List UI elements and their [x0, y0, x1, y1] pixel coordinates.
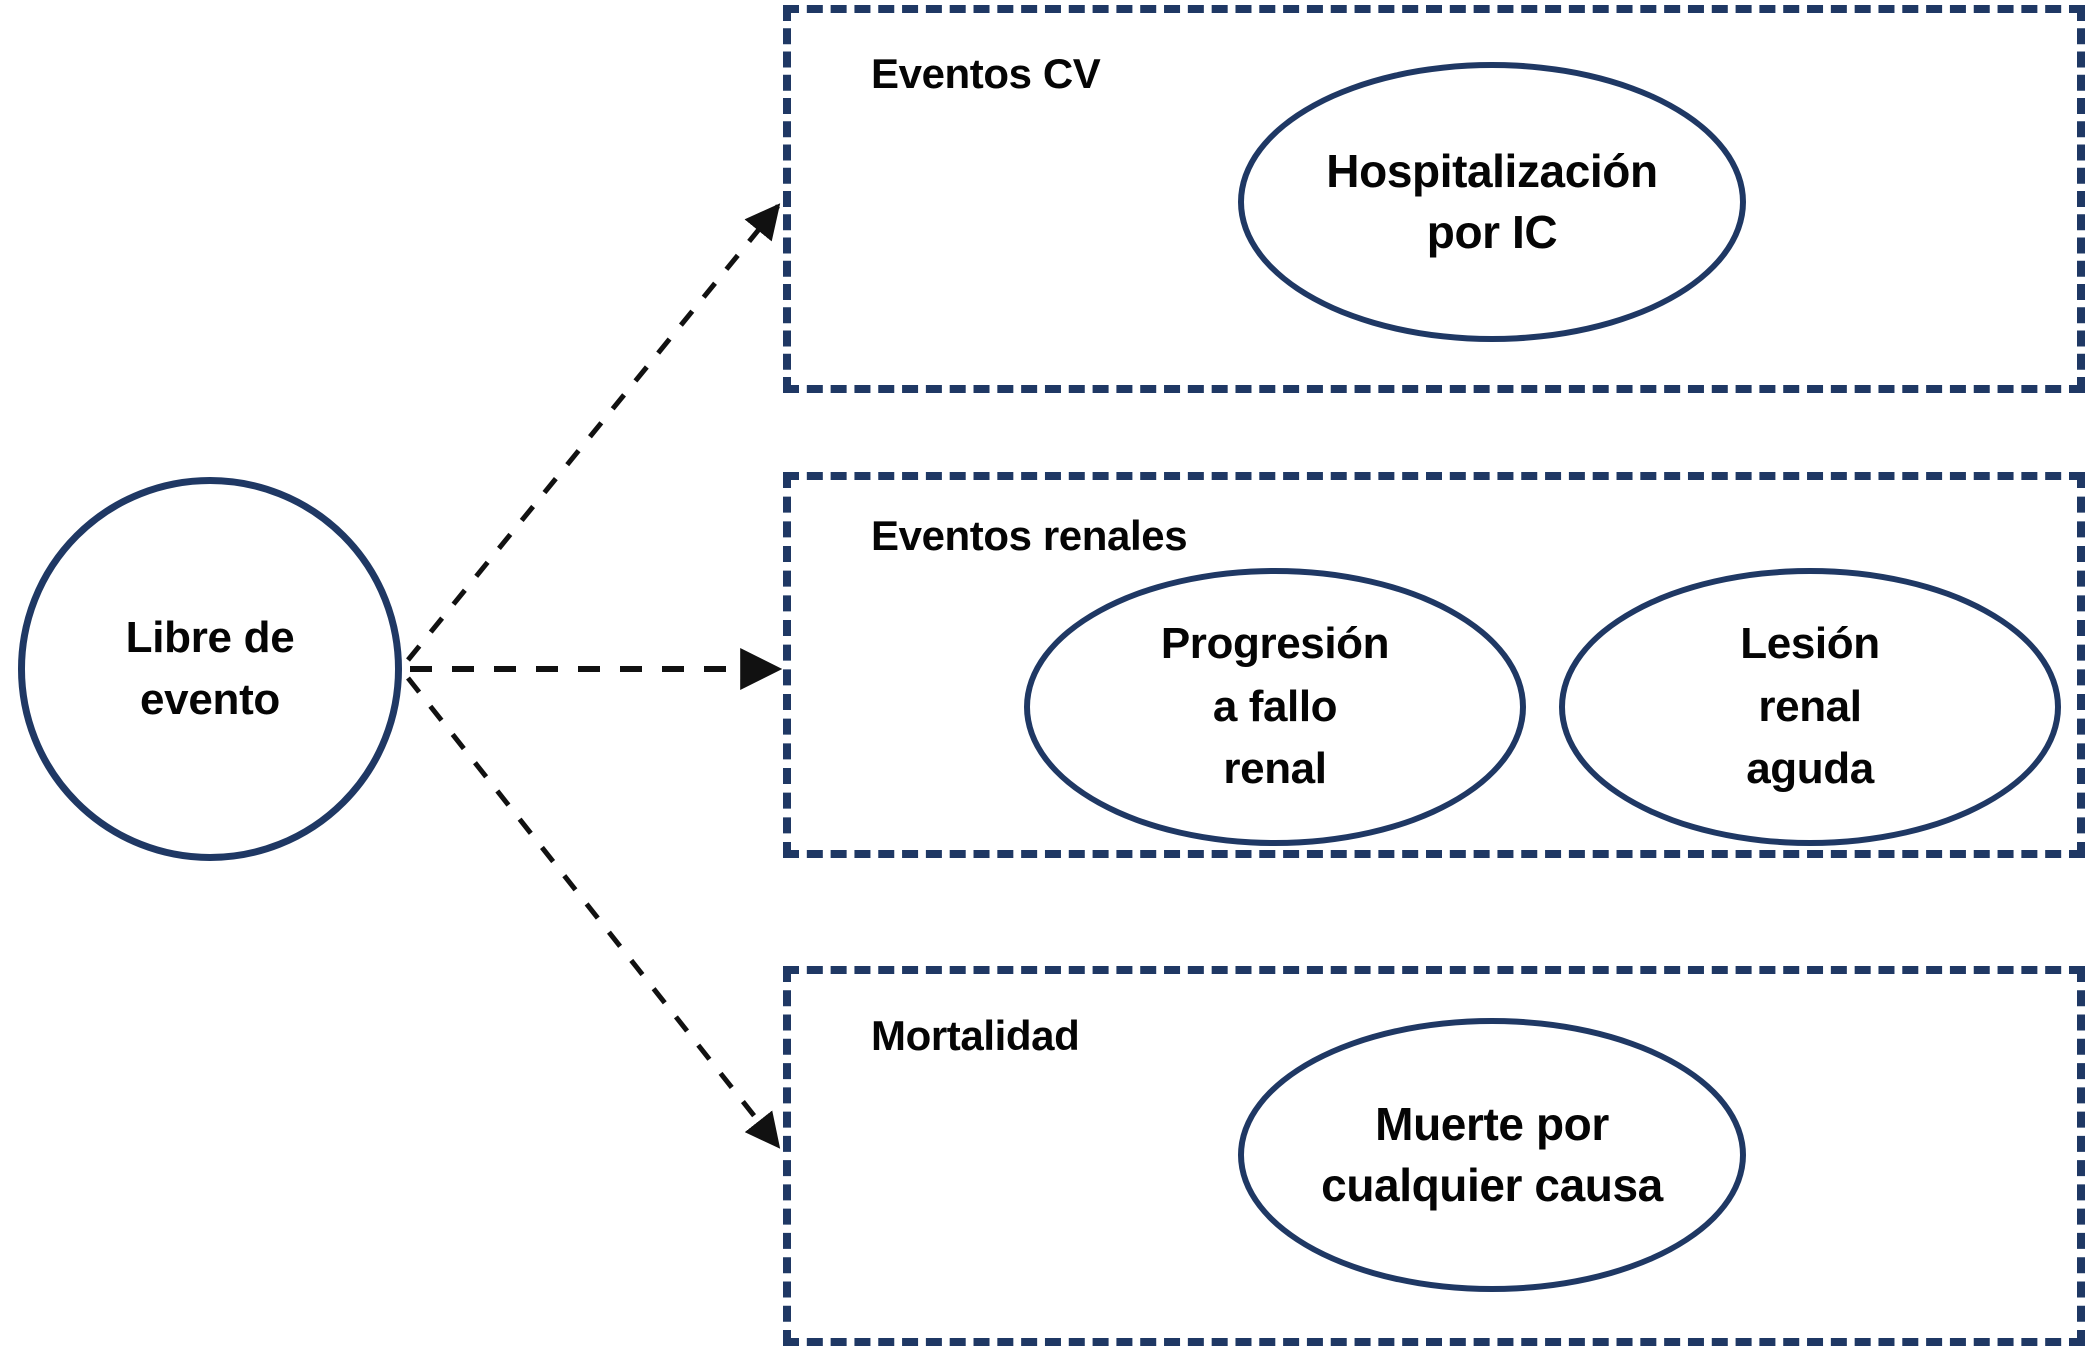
- node-hospitalizacion-por-ic[interactable]: Hospitalización por IC: [1238, 62, 1746, 342]
- node-lesion-renal-aguda-label: Lesión renal aguda: [1740, 619, 1880, 794]
- node-libre-de-evento-label: Libre de evento: [125, 612, 295, 724]
- group-mortalidad: Mortalidad: [783, 966, 2085, 1346]
- node-muerte-por-cualquier-causa-label: Muerte por cualquier causa: [1321, 1097, 1663, 1211]
- group-mortalidad-title: Mortalidad: [871, 1012, 1080, 1059]
- node-lesion-renal-aguda[interactable]: Lesión renal aguda: [1559, 568, 2061, 846]
- node-hospitalizacion-por-ic-label: Hospitalización por IC: [1326, 144, 1658, 258]
- node-progresion-a-fallo-renal-label: Progresión a fallo renal: [1160, 619, 1390, 794]
- group-eventos-cv: Eventos CV: [783, 5, 2085, 393]
- node-libre-de-evento[interactable]: Libre de evento: [18, 477, 402, 861]
- group-eventos-renales: Eventos renales: [783, 472, 2085, 858]
- arrow-to-mortalidad: [406, 676, 781, 1149]
- node-muerte-por-cualquier-causa[interactable]: Muerte por cualquier causa: [1238, 1018, 1746, 1292]
- arrow-to-eventos-cv: [406, 203, 781, 662]
- group-eventos-cv-title: Eventos CV: [871, 50, 1101, 97]
- group-eventos-renales-title: Eventos renales: [871, 512, 1188, 559]
- node-progresion-a-fallo-renal[interactable]: Progresión a fallo renal: [1024, 568, 1526, 846]
